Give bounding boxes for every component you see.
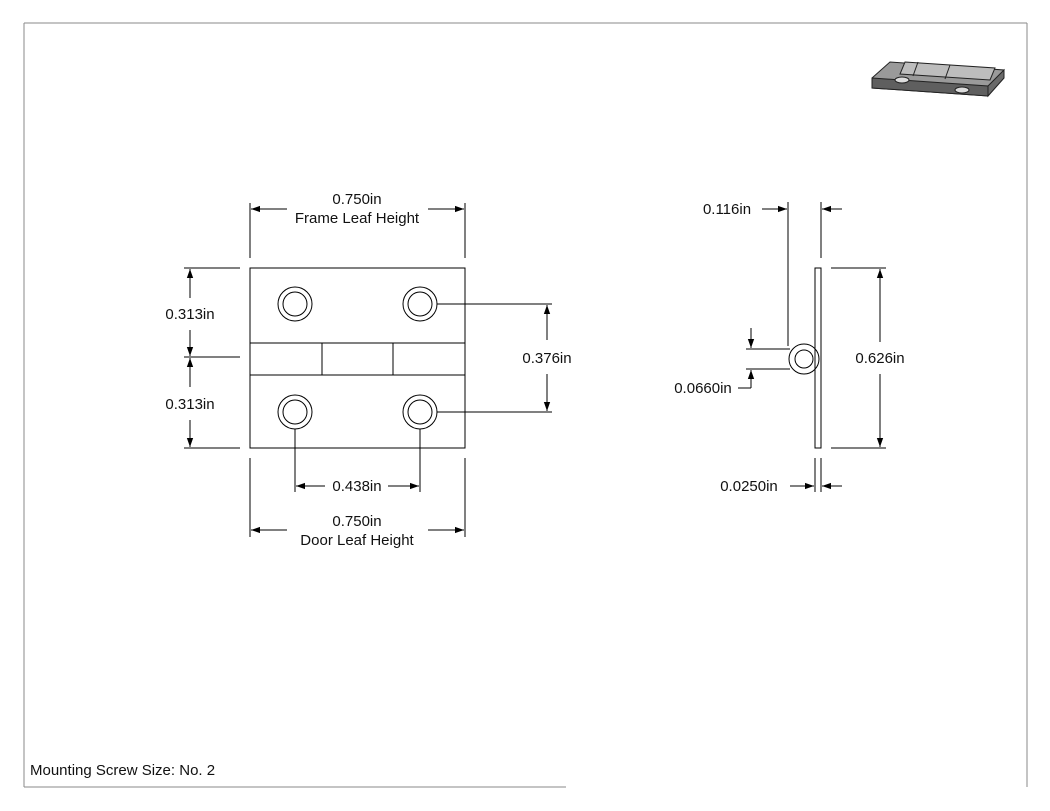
mounting-hole-top-left: [277, 286, 313, 322]
hinge-front-view: [249, 267, 466, 449]
sheet-border: [23, 22, 1028, 788]
dim-hole-spacing-vertical: 0.376in: [522, 350, 571, 367]
dim-bottom-width-label: Door Leaf Height: [300, 532, 414, 549]
front-dimension-lines: [184, 203, 552, 537]
mounting-hole-top-right: [402, 286, 438, 322]
dim-side-height: 0.626in: [855, 350, 904, 367]
dim-side-thickness-total: 0.116in: [703, 201, 751, 218]
dim-knuckle-diameter: 0.0660in: [674, 380, 732, 397]
hinge-outline: [249, 267, 466, 449]
dim-upper-half: 0.313in: [165, 306, 214, 323]
hinge-side-view: [788, 267, 822, 449]
dim-leaf-thickness: 0.0250in: [720, 478, 778, 495]
dim-top-width-label: Frame Leaf Height: [295, 210, 420, 227]
dim-top-width: 0.750in: [332, 191, 381, 208]
mounting-hole-bottom-right: [402, 394, 438, 430]
dim-hole-spacing-horizontal: 0.438in: [332, 478, 381, 495]
mounting-screw-note: Mounting Screw Size: No. 2: [30, 762, 215, 779]
dim-lower-half: 0.313in: [165, 396, 214, 413]
dim-bottom-width: 0.750in: [332, 513, 381, 530]
mounting-hole-bottom-left: [277, 394, 313, 430]
hinge-isometric-thumbnail: [871, 61, 1005, 98]
side-dimension-lines: [738, 202, 886, 492]
